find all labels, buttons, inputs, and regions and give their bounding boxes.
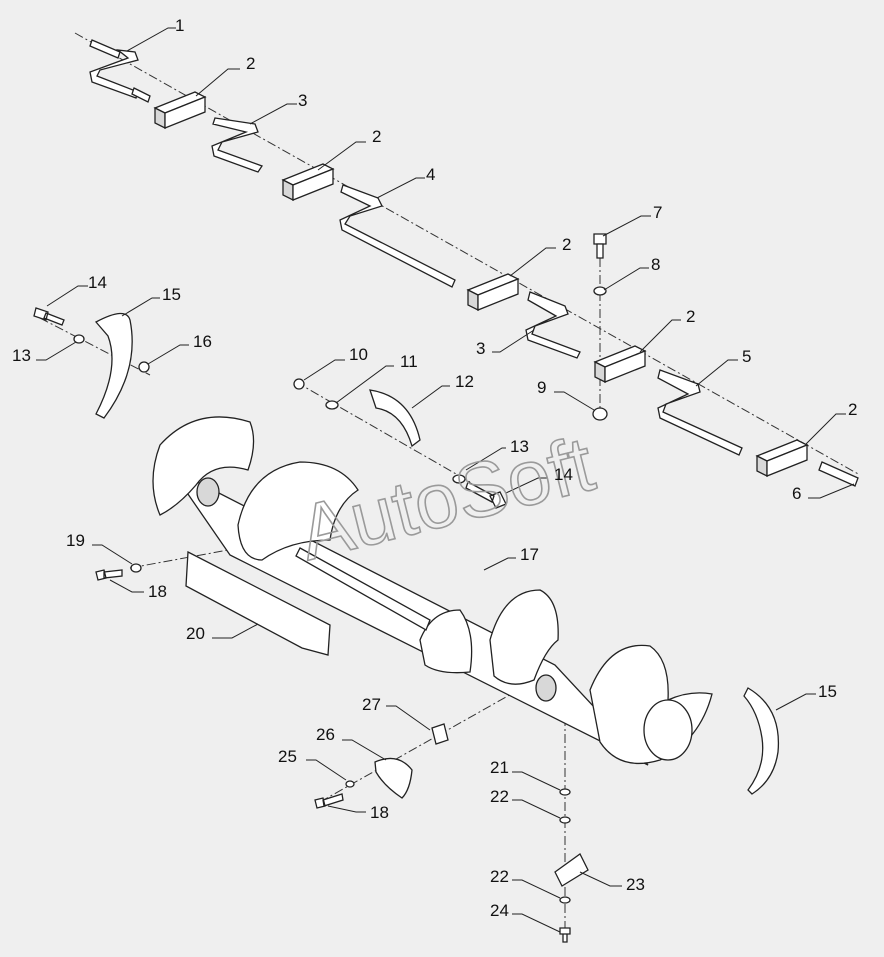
callout-19: 19	[66, 531, 85, 550]
callout-2: 2	[246, 54, 255, 73]
washer-part-13b	[452, 474, 466, 484]
crank-part-5	[657, 369, 743, 456]
bolt-part-14b	[465, 481, 507, 509]
coupling-block-2e	[755, 439, 809, 478]
washer-part-21	[559, 788, 571, 796]
callout-9: 9	[537, 378, 546, 397]
callout-14: 14	[88, 273, 107, 292]
callout-4: 4	[426, 165, 435, 184]
callout-22: 22	[490, 867, 509, 886]
callout-23: 23	[626, 875, 645, 894]
crank-part-3b	[525, 291, 581, 359]
stub-shaft-part-6	[818, 461, 859, 487]
washer-part-8	[593, 286, 607, 296]
scraper-part-15a	[94, 312, 133, 419]
callout-15: 15	[818, 682, 837, 701]
callout-12: 12	[455, 372, 474, 391]
callout-2: 2	[372, 127, 381, 146]
callout-10: 10	[349, 345, 368, 364]
callout-5: 5	[742, 347, 751, 366]
leader-lines	[36, 27, 855, 933]
washer-part-25	[345, 780, 355, 788]
callout-7: 7	[653, 203, 662, 222]
plate-part-20	[185, 550, 331, 656]
scraper-part-15b	[743, 687, 780, 795]
washer-part-22a	[559, 816, 571, 824]
callout-18: 18	[370, 803, 389, 822]
callout-26: 26	[316, 725, 335, 744]
washer-part-11	[325, 400, 339, 410]
crank-part-1	[89, 39, 151, 103]
assembly-axes	[39, 32, 861, 935]
cover-plate-part-26	[374, 757, 413, 799]
callout-20: 20	[186, 624, 205, 643]
callout-2: 2	[562, 235, 571, 254]
nut-part-9	[592, 407, 608, 421]
callout-3: 3	[298, 91, 307, 110]
callout-2: 2	[848, 400, 857, 419]
bolt-part-24	[559, 927, 571, 943]
nut-part-16	[138, 361, 150, 373]
hardware	[33, 233, 608, 943]
callout-25: 25	[278, 747, 297, 766]
callout-2: 2	[686, 307, 695, 326]
crank-part-3a	[211, 117, 263, 173]
callout-11: 11	[400, 352, 418, 371]
callout-13: 13	[12, 346, 31, 365]
callout-15: 15	[162, 285, 181, 304]
washer-part-13a	[73, 334, 85, 344]
auger-part-17	[152, 416, 713, 766]
callout-21: 21	[490, 758, 509, 777]
callout-6: 6	[792, 484, 801, 503]
callout-14: 14	[554, 465, 573, 484]
bolt-part-14a	[33, 307, 65, 326]
washer-part-19	[130, 563, 142, 573]
spacer-part-27	[431, 723, 449, 745]
crank-shaft-chain	[89, 39, 859, 487]
watermark-text: AutoSoft	[290, 419, 602, 577]
bolt-part-7	[593, 233, 607, 259]
callout-13: 13	[510, 437, 529, 456]
callout-labels: 1 2 3 2 4 7 2 8 14 15 2 16 13 3 10 11 5 …	[12, 16, 857, 920]
callout-24: 24	[490, 901, 509, 920]
long-shaft-part-4	[339, 184, 456, 288]
washer-part-22b	[559, 896, 571, 904]
plate-part-23	[554, 853, 589, 887]
bracket-part-12	[369, 389, 421, 448]
coupling-block-2d	[593, 345, 647, 384]
callout-27: 27	[362, 695, 381, 714]
bolt-part-18b	[314, 793, 344, 809]
coupling-block-2b	[281, 163, 335, 202]
coupling-block-2c	[466, 273, 520, 312]
coupling-block-2a	[153, 91, 207, 130]
callout-18: 18	[148, 582, 167, 601]
callout-1: 1	[175, 16, 184, 35]
callout-8: 8	[651, 255, 660, 274]
scrapers	[94, 312, 780, 887]
callout-17: 17	[520, 545, 539, 564]
bolt-part-18a	[95, 569, 123, 581]
callout-16: 16	[193, 332, 212, 351]
nut-part-10	[293, 378, 305, 390]
callout-22: 22	[490, 787, 509, 806]
callout-3: 3	[476, 339, 485, 358]
